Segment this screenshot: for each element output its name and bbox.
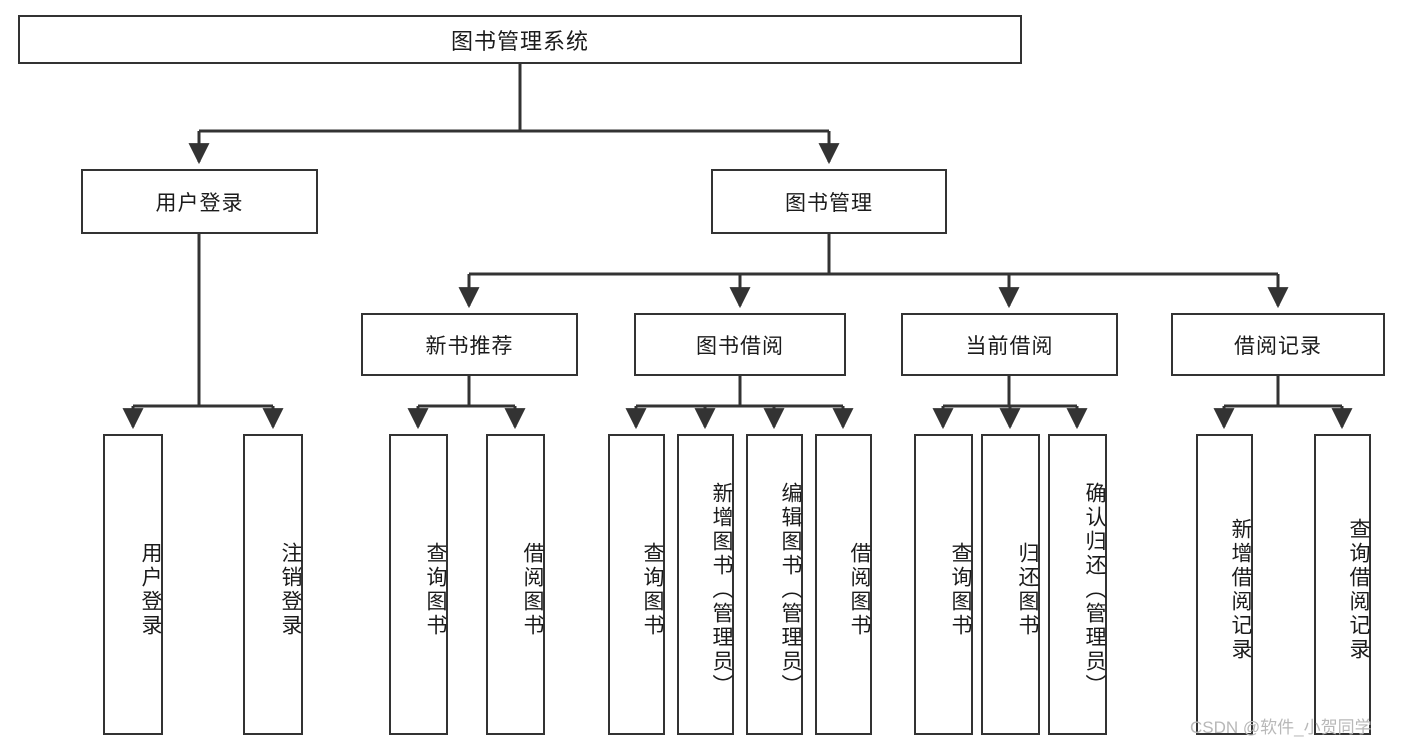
leaf-user-login[interactable]: 用户登录 xyxy=(103,434,163,735)
node-root[interactable]: 图书管理系统 xyxy=(18,15,1022,64)
leaf-return-book[interactable]: 归还图书 xyxy=(981,434,1040,735)
node-user-login[interactable]: 用户登录 xyxy=(81,169,318,234)
watermark: CSDN @软件_小贺同学 xyxy=(1190,718,1372,737)
node-current-borrow[interactable]: 当前借阅 xyxy=(901,313,1118,376)
node-book-borrow[interactable]: 图书借阅 xyxy=(634,313,846,376)
leaf-query-borrow-record[interactable]: 查询借阅记录 xyxy=(1314,434,1371,735)
leaf-borrow-book[interactable]: 借阅图书 xyxy=(815,434,872,735)
leaf-query-book-current[interactable]: 查询图书 xyxy=(914,434,973,735)
leaf-edit-book-admin[interactable]: 编辑图书（管理员） xyxy=(746,434,803,735)
leaf-query-book-borrow[interactable]: 查询图书 xyxy=(608,434,665,735)
node-new-book-recommend[interactable]: 新书推荐 xyxy=(361,313,578,376)
leaf-add-book-admin[interactable]: 新增图书（管理员） xyxy=(677,434,734,735)
leaf-query-book-new[interactable]: 查询图书 xyxy=(389,434,448,735)
leaf-logout[interactable]: 注销登录 xyxy=(243,434,303,735)
node-book-management[interactable]: 图书管理 xyxy=(711,169,947,234)
leaf-confirm-return-admin[interactable]: 确认归还（管理员） xyxy=(1048,434,1107,735)
leaf-borrow-book-new[interactable]: 借阅图书 xyxy=(486,434,545,735)
leaf-add-borrow-record[interactable]: 新增借阅记录 xyxy=(1196,434,1253,735)
node-borrow-record[interactable]: 借阅记录 xyxy=(1171,313,1385,376)
